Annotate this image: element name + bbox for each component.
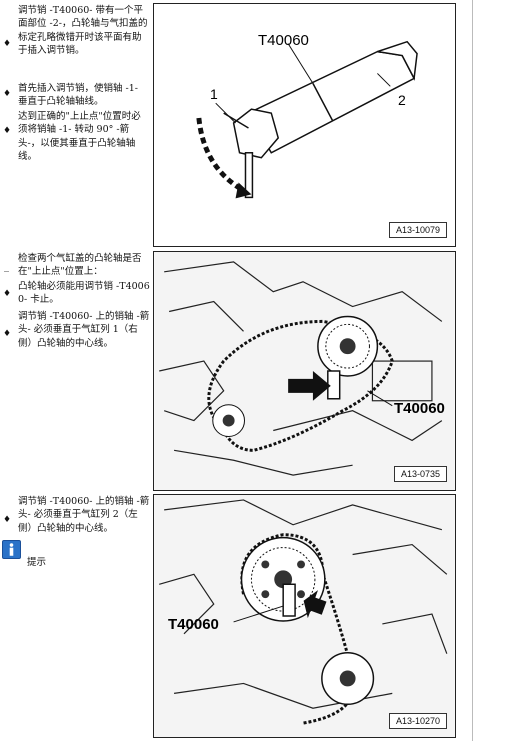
bullet-icon: ♦ [3, 89, 12, 99]
figure-id: A13-0735 [393, 466, 447, 482]
bullet-icon: ♦ [3, 329, 12, 339]
figure-id: A13-10270 [388, 713, 447, 729]
bullet-icon: ♦ [3, 126, 12, 136]
engine-illustration [154, 252, 455, 490]
step-text-3: 达到正确的"上止点"位置时必须将销轴 -1- 转动 90° -箭头-，以便其垂直… [18, 111, 141, 163]
tool-code-label: T40060 [258, 32, 309, 49]
tool-code-label: T40060 [394, 400, 445, 417]
callout-2: 2 [398, 92, 406, 108]
engine-illustration [154, 495, 455, 737]
step-text-2: 首先插入调节销，使销轴 -1- 垂直于凸轮轴轴线。 [18, 83, 138, 108]
dash-icon: _ [4, 261, 9, 272]
figure-tool-detail: T40060 1 2 A13-10079 [153, 3, 456, 247]
bullet-icon: ♦ [3, 39, 12, 49]
figure-id: A13-10079 [388, 222, 447, 238]
figure-cylinder-bank-1: T40060 A13-0735 [153, 251, 456, 491]
instruction-column: ♦ 调节销 -T40060- 带有一个平面部位 -2-，凸轮轴与气扣盖的标定孔略… [0, 0, 152, 741]
step-text-5: 凸轮轴必须能用调节销 -T40060- 卡止。 [18, 281, 150, 306]
step-text-4: 检查两个气缸盖的凸轮轴是否在"上止点"位置上： [18, 253, 142, 278]
step-text-1: 调节销 -T40060- 带有一个平面部位 -2-，凸轮轴与气扣盖的标定孔略微错… [18, 5, 148, 57]
bullet-icon: ♦ [3, 515, 12, 525]
tool-illustration [196, 40, 418, 199]
step-text-6: 调节销 -T40060- 上的销轴 -箭头- 必须垂直于气缸列 1（右侧）凸轮轴… [18, 311, 150, 349]
figure-cylinder-bank-2: T40060 A13-10270 [153, 494, 456, 738]
step-text-7: 调节销 -T40060- 上的销轴 -箭头- 必须垂直于气缸列 2（左侧）凸轮轴… [18, 496, 150, 534]
bullet-icon: ♦ [3, 289, 12, 299]
callout-1: 1 [210, 86, 218, 102]
note-label: 提示 [27, 557, 47, 568]
info-icon [2, 540, 21, 559]
tool-code-label: T40060 [168, 616, 219, 633]
page-margin-line [472, 0, 473, 741]
